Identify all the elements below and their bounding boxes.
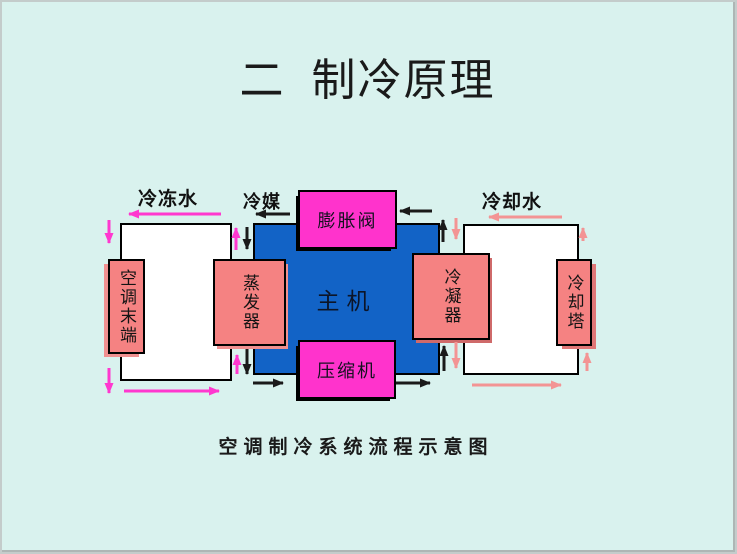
refrigerant-label: 冷媒 xyxy=(243,192,281,212)
ac-terminal-box: 空调末端 xyxy=(108,259,145,354)
evaporator-label: 蒸发器 xyxy=(240,274,259,331)
slide-title: 二 制冷原理 xyxy=(239,56,496,105)
expansion-valve-box: 膨胀阀 xyxy=(298,190,397,249)
condenser-box: 冷凝器 xyxy=(412,253,490,340)
cooling-water-label: 冷却水 xyxy=(482,192,543,213)
compressor-label: 压缩机 xyxy=(317,360,377,381)
main-unit-label: 主机 xyxy=(316,289,377,314)
cooling-tower-label: 冷却塔 xyxy=(564,274,584,331)
ac-terminal-label: 空调末端 xyxy=(117,268,136,345)
chilled-water-label: 冷冻水 xyxy=(138,189,199,210)
condenser-label: 冷凝器 xyxy=(441,268,461,325)
evaporator-box: 蒸发器 xyxy=(213,259,286,346)
cooling-tower-box: 冷却塔 xyxy=(556,259,592,346)
diagram-caption: 空调制冷系统流程示意图 xyxy=(218,437,494,458)
expansion-valve-label: 膨胀阀 xyxy=(317,210,378,231)
compressor-box: 压缩机 xyxy=(298,340,396,399)
